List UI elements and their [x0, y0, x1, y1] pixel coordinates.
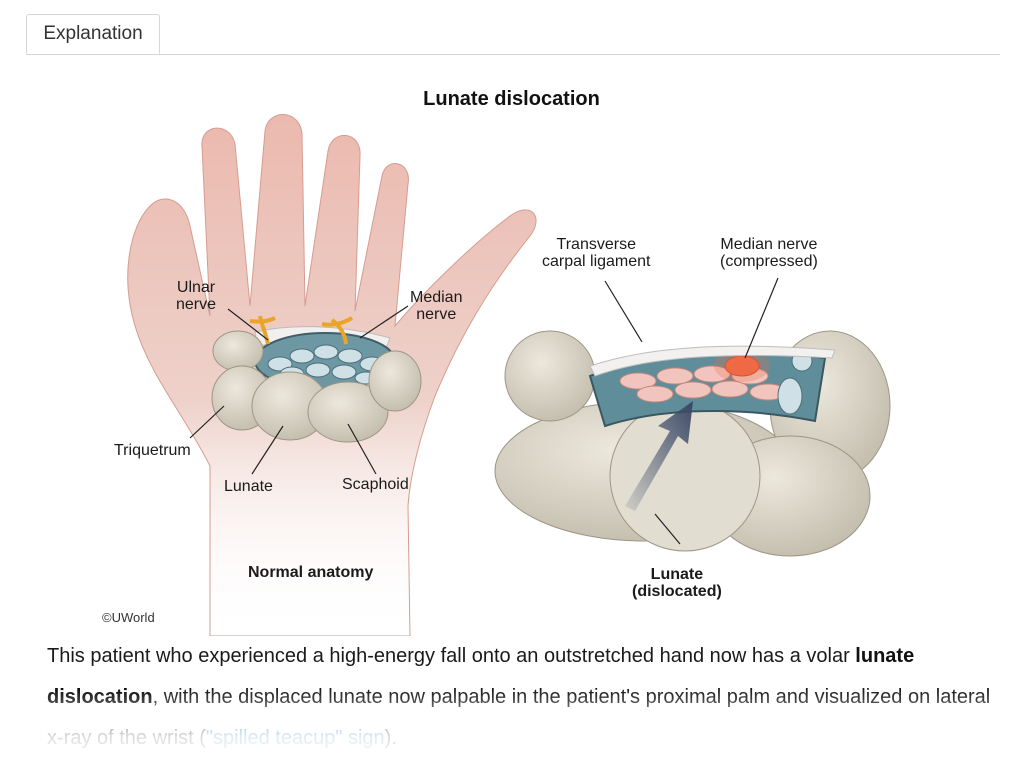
caption-normal-anatomy: Normal anatomy — [248, 564, 374, 581]
label-median-nerve-compressed: Median nerve (compressed) — [720, 236, 818, 270]
figure-title: Lunate dislocation — [423, 88, 600, 110]
label-triquetrum: Triquetrum — [114, 442, 191, 459]
tab-divider — [26, 54, 1000, 55]
label-transverse-ligament: Transverse carpal ligament — [542, 236, 651, 270]
lunate-illustration: Lunate dislocation Ulnar nerve Median ne… — [90, 76, 950, 636]
explanation-intro: This patient who experienced a high-ener… — [47, 645, 856, 667]
copyright-notice: ©UWorld — [102, 610, 155, 625]
hand-illustration — [127, 114, 537, 636]
label-scaphoid: Scaphoid — [342, 476, 409, 493]
explanation-paragraph: This patient who experienced a high-ener… — [47, 636, 992, 759]
dislocation-closeup — [494, 277, 891, 557]
tab-bar: Explanation — [26, 14, 1000, 55]
anatomy-drawing — [127, 114, 891, 636]
explanation-middle: , with the displaced lunate now palpable… — [47, 686, 991, 749]
label-ulnar-nerve: Ulnar nerve — [176, 279, 217, 313]
label-lunate-dislocated: Lunate (dislocated) — [632, 566, 722, 600]
label-lunate: Lunate — [224, 478, 273, 495]
label-median-nerve: Median nerve — [410, 289, 463, 323]
tab-explanation[interactable]: Explanation — [26, 14, 160, 54]
explanation-end: ). — [384, 727, 397, 749]
spilled-teacup-link[interactable]: "spilled teacup" sign — [205, 727, 385, 749]
